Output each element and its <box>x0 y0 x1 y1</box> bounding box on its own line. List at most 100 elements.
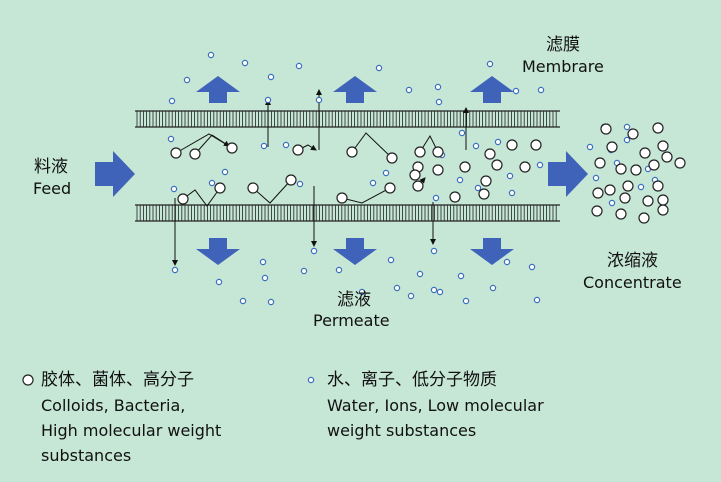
small-particle <box>241 59 249 67</box>
small-particle <box>608 199 616 207</box>
bottom-membrane <box>135 204 560 222</box>
small-particle <box>183 76 191 84</box>
large-particle <box>657 194 669 206</box>
small-particle <box>435 98 443 106</box>
small-particle <box>208 179 216 187</box>
large-particle <box>615 163 627 175</box>
large-particle <box>627 128 639 140</box>
large-particle <box>639 147 651 159</box>
large-particle <box>432 164 444 176</box>
large-particle <box>449 191 461 203</box>
small-particle <box>512 87 520 95</box>
small-particle <box>533 296 541 304</box>
large-particle <box>630 164 642 176</box>
large-particle <box>432 146 444 158</box>
concentrate-label-en: Concentrate <box>583 273 682 292</box>
large-particle <box>414 146 426 158</box>
small-particle <box>295 62 303 70</box>
large-particle <box>592 187 604 199</box>
small-particle <box>387 256 395 264</box>
large-particle <box>530 139 542 151</box>
permeate-label-zh: 滤液 <box>337 290 371 310</box>
small-particle <box>474 184 482 192</box>
small-particle <box>267 73 275 81</box>
feed-label-zh: 料液 <box>34 157 68 177</box>
legend-small-title: 水、离子、低分子物质 <box>327 370 497 390</box>
large-particle <box>480 175 492 187</box>
small-particle <box>207 51 215 59</box>
particle-trajectory <box>194 134 230 155</box>
large-particle <box>336 192 348 204</box>
large-particle <box>648 159 660 171</box>
small-particle <box>430 247 438 255</box>
permeate-down-arrow <box>333 238 377 265</box>
large-particle <box>177 193 189 205</box>
small-particle <box>489 284 497 292</box>
concentrate-arrow <box>548 151 588 197</box>
small-particle <box>300 267 308 275</box>
large-particle <box>247 182 259 194</box>
small-particle <box>239 297 247 305</box>
legend-small-particles: 水、离子、低分子物质 Water, Ions, Low molecular we… <box>327 368 544 443</box>
permeate-down-arrow <box>470 238 514 265</box>
large-particle <box>657 140 669 152</box>
small-particle <box>221 168 229 176</box>
small-particle <box>432 194 440 202</box>
small-particle <box>259 258 267 266</box>
small-particle <box>335 266 343 274</box>
large-particle <box>214 182 226 194</box>
legend-large-particles: 胶体、菌体、高分子 Colloids, Bacteria, High molec… <box>41 368 221 468</box>
small-particle <box>436 288 444 296</box>
small-particle <box>508 189 516 197</box>
small-particle <box>393 284 401 292</box>
small-particle-legend-icon <box>307 376 315 384</box>
large-particle <box>622 180 634 192</box>
small-particle <box>382 169 390 177</box>
particle-trajectory <box>351 132 393 159</box>
large-particle <box>642 195 654 207</box>
permeate-label-en: Permeate <box>313 311 390 330</box>
large-particle <box>506 139 518 151</box>
feed-arrow <box>95 151 135 197</box>
large-particle <box>657 204 669 216</box>
large-particle <box>674 157 686 169</box>
small-particle <box>637 183 645 191</box>
flow-arrows <box>95 76 588 265</box>
small-particle <box>261 274 269 282</box>
permeate-up-arrow <box>333 76 377 103</box>
legend-large-title: 胶体、菌体、高分子 <box>41 370 194 390</box>
small-particle <box>623 136 631 144</box>
small-particle <box>456 176 464 184</box>
small-particle <box>215 278 223 286</box>
top-membrane <box>135 110 560 128</box>
small-particle <box>416 270 424 278</box>
small-particle <box>167 135 175 143</box>
small-particle <box>375 64 383 72</box>
particle-trajectory <box>252 179 292 204</box>
large-particle <box>604 184 616 196</box>
particle-trajectory <box>182 187 221 207</box>
large-particle <box>491 159 503 171</box>
large-particle <box>619 192 631 204</box>
small-particle <box>586 143 594 151</box>
small-particle <box>434 83 442 91</box>
small-particle <box>430 286 438 294</box>
small-particle <box>296 180 304 188</box>
large-particle <box>226 142 238 154</box>
feed-label-en: Feed <box>33 179 72 198</box>
small-particle <box>462 297 470 305</box>
small-particle <box>407 292 415 300</box>
large-particle <box>412 180 424 192</box>
large-particle <box>478 188 490 200</box>
large-particle-legend-icon <box>22 374 34 386</box>
small-particle <box>171 266 179 274</box>
small-particle <box>260 142 268 150</box>
large-particles <box>170 122 686 224</box>
small-particle <box>592 174 600 182</box>
legend-large-line3: substances <box>41 446 132 465</box>
particle-trajectory <box>341 187 391 204</box>
small-particle <box>536 161 544 169</box>
small-particle <box>358 288 366 296</box>
large-particle <box>652 180 664 192</box>
